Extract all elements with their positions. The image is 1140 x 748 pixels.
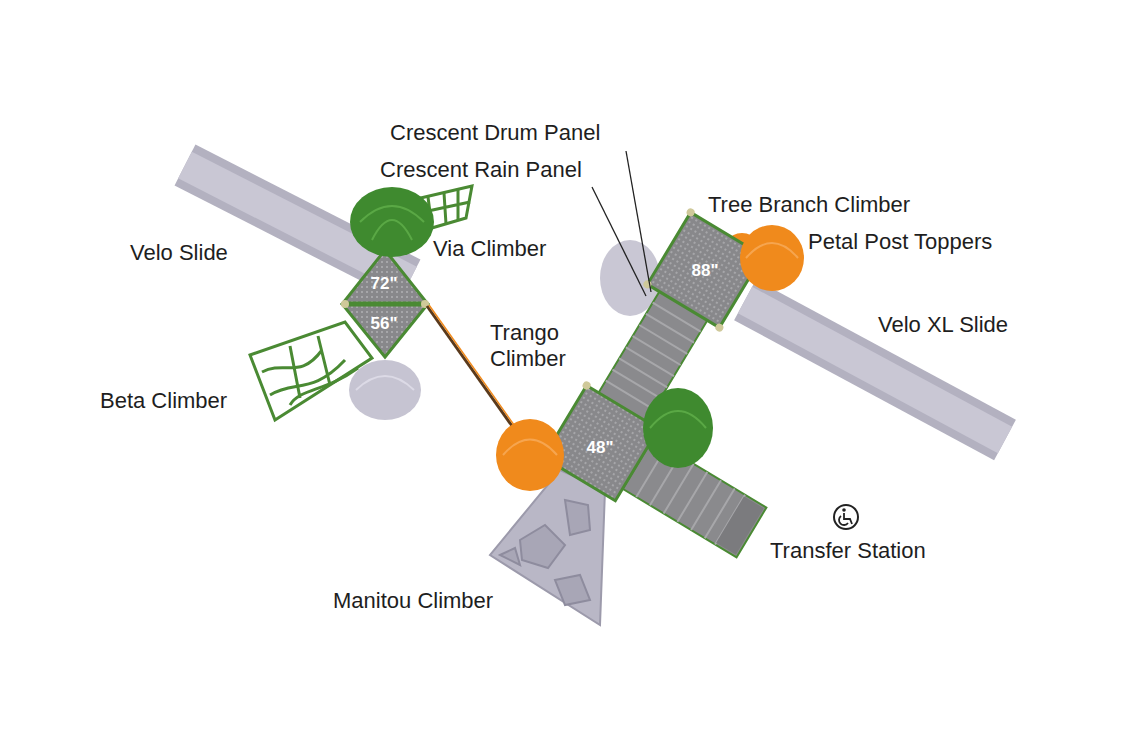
- roof-seam: [503, 440, 557, 456]
- green-roof: [643, 388, 713, 468]
- post: [685, 207, 696, 218]
- wheelchair-symbol: [834, 505, 858, 529]
- deck-56: [343, 305, 427, 357]
- roof-seam: [356, 376, 414, 390]
- part-label: Tree Branch Climber: [708, 192, 910, 218]
- leader-line: [592, 187, 646, 296]
- post: [341, 300, 349, 308]
- petal-post-topper: [496, 419, 564, 491]
- part-label: Trango Climber: [490, 320, 600, 373]
- green-roof: [350, 187, 434, 257]
- symbol-ring: [834, 505, 858, 529]
- net-frame: [250, 322, 372, 420]
- symbol-body: [839, 513, 852, 525]
- deck-height: 72": [371, 274, 398, 294]
- left-tower: [341, 246, 429, 357]
- deck-height: 88": [692, 261, 719, 281]
- roof-seam: [650, 411, 706, 428]
- beta-climber: [250, 322, 372, 420]
- part-label: Velo XL Slide: [878, 312, 1008, 338]
- roof-seam: [746, 243, 798, 258]
- manitou-climber: [490, 470, 605, 625]
- deck-height: 48": [587, 438, 614, 458]
- post: [714, 322, 725, 333]
- part-label: Crescent Rain Panel: [380, 157, 582, 183]
- petal-post-topper: [740, 225, 804, 291]
- net-rope: [262, 336, 358, 405]
- right-structure: [538, 207, 879, 573]
- deck-height: 56": [371, 314, 398, 334]
- climber-holds: [500, 500, 590, 605]
- roof-seam: [360, 206, 424, 240]
- deck-72: [343, 250, 427, 303]
- part-label: Velo Slide: [130, 240, 228, 266]
- part-label: Crescent Drum Panel: [390, 120, 600, 146]
- transfer-landing: [716, 496, 764, 554]
- symbol-head: [842, 508, 846, 512]
- climber-wall: [490, 470, 605, 625]
- part-label: Manitou Climber: [333, 588, 493, 614]
- post: [642, 279, 653, 290]
- part-label: Petal Post Toppers: [808, 229, 992, 255]
- leader-line: [626, 151, 651, 292]
- part-label: Via Climber: [433, 236, 546, 262]
- part-label: Transfer Station: [770, 538, 926, 564]
- part-label: Beta Climber: [100, 388, 227, 414]
- grey-roof: [349, 360, 421, 420]
- post: [581, 380, 592, 391]
